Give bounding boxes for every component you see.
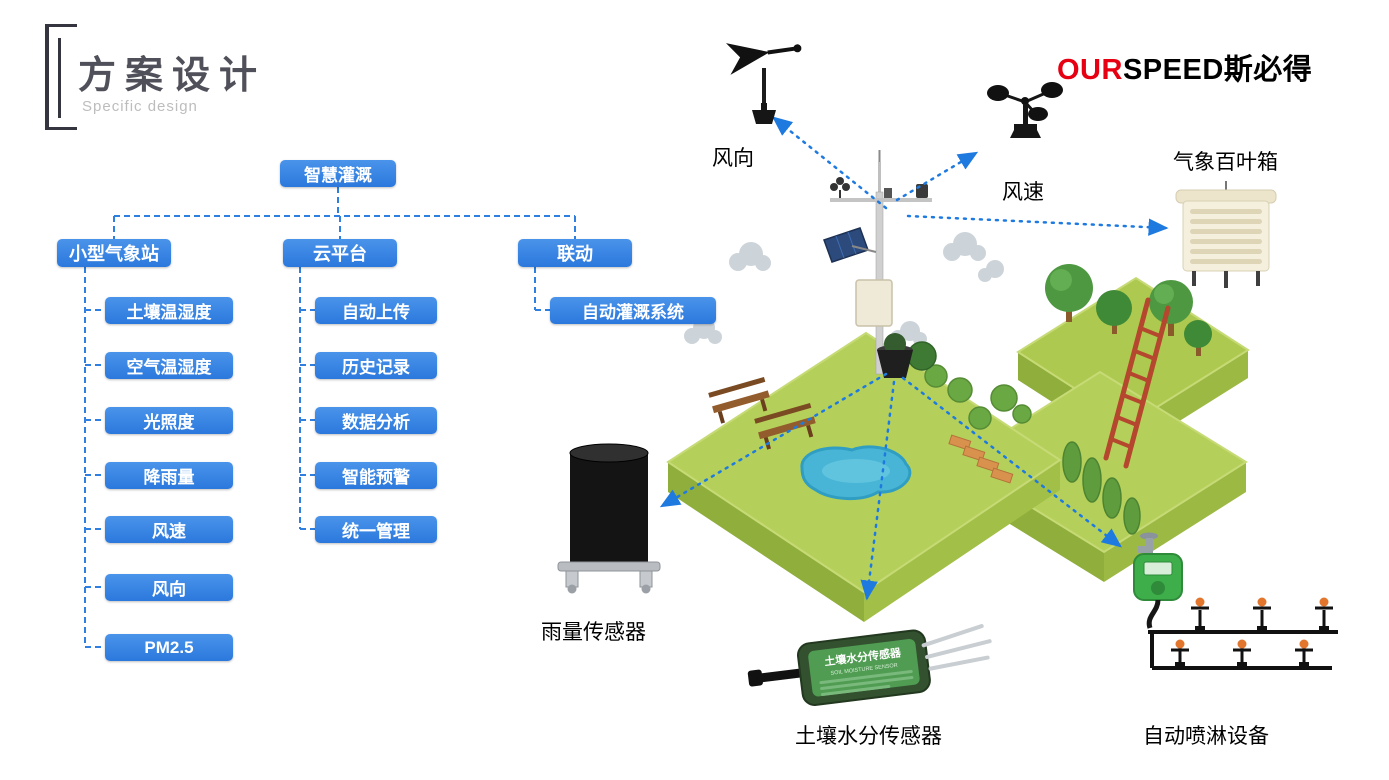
flow-node-cloud-platform: 云平台 xyxy=(283,239,397,267)
weather-station xyxy=(823,150,932,378)
sprinkler-label: 自动喷淋设备 xyxy=(1143,725,1269,748)
flow-node-wind-direction: 风向 xyxy=(105,574,233,601)
wind-vane-icon xyxy=(725,43,802,124)
soil-sensor-icon: 土壤水分传感器 SOIL MOISTURE SENSOR xyxy=(747,624,992,706)
brand-logo-red: OUR xyxy=(1057,54,1123,86)
brand-logo-black: SPEED斯必得 xyxy=(1122,54,1313,86)
title-bracket-inner xyxy=(58,38,61,118)
anemometer-icon xyxy=(987,82,1063,138)
wind-speed-label: 风速 xyxy=(1002,181,1044,204)
flow-node-pm25: PM2.5 xyxy=(105,634,233,661)
connection-arrows xyxy=(659,116,1169,601)
flow-node-data-analysis: 数据分析 xyxy=(315,407,437,434)
flow-node-rainfall: 降雨量 xyxy=(105,462,233,489)
stepping-stones xyxy=(948,434,1014,484)
page-title: 方案设计 xyxy=(78,55,267,97)
cypress-bushes xyxy=(1062,441,1141,535)
flowchart-connectors xyxy=(84,187,576,648)
flow-node-auto-upload: 自动上传 xyxy=(315,297,437,324)
flow-node-auto-irrigation: 自动灌溉系统 xyxy=(550,297,716,324)
flow-node-wind-speed: 风速 xyxy=(105,516,233,543)
wind-direction-label: 风向 xyxy=(712,147,754,170)
pond xyxy=(800,445,912,501)
page-subtitle: Specific design xyxy=(82,98,198,115)
flow-node-history-record: 历史记录 xyxy=(315,352,437,379)
rain-sensor-label: 雨量传感器 xyxy=(541,621,646,644)
rain-gauge-icon xyxy=(557,443,661,594)
flow-node-unified-management: 统一管理 xyxy=(315,516,437,543)
weather-shelter-icon xyxy=(1175,181,1277,288)
park-bench xyxy=(708,376,816,450)
trees xyxy=(1045,264,1212,356)
brand-logo: OURSPEED斯必得 xyxy=(1057,46,1312,88)
flow-node-air-temp-humidity: 空气温湿度 xyxy=(105,352,233,379)
flow-node-smart-warning: 智能预警 xyxy=(315,462,437,489)
flow-node-weather-station: 小型气象站 xyxy=(57,239,171,267)
flow-node-illuminance: 光照度 xyxy=(105,407,233,434)
flow-node-soil-temp-humidity: 土壤温湿度 xyxy=(105,297,233,324)
soil-sensor-label: 土壤水分传感器 xyxy=(795,725,942,748)
flow-node-root: 智慧灌溉 xyxy=(280,160,396,187)
weather-box-label: 气象百叶箱 xyxy=(1173,151,1278,174)
ladder xyxy=(1103,297,1171,469)
sprinkler-system-icon xyxy=(1133,532,1338,670)
bushes xyxy=(907,341,1032,430)
flow-node-linkage: 联动 xyxy=(518,239,632,267)
title-bracket-decoration xyxy=(45,24,77,130)
